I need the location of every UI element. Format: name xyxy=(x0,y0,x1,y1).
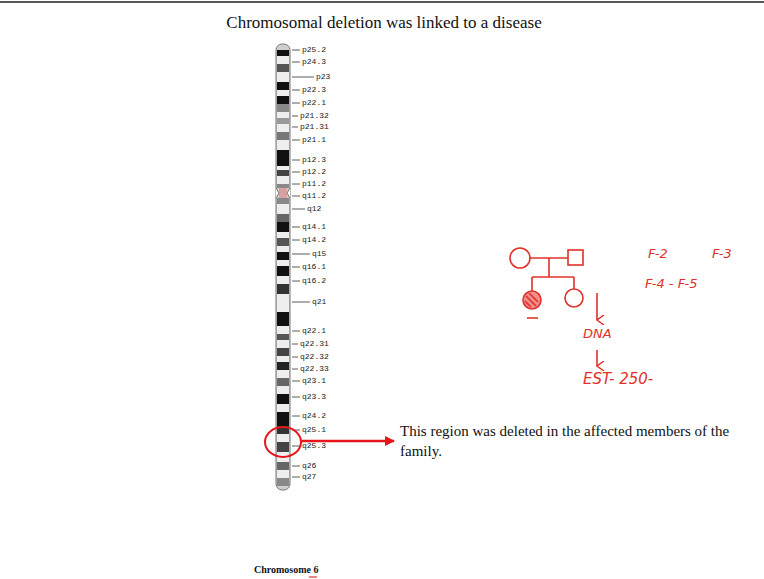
pedigree-sketch xyxy=(510,248,597,366)
band-label: q25.3 xyxy=(302,441,326,451)
handwritten-note: EST- 250- xyxy=(583,370,653,388)
band-label: q21 xyxy=(312,297,326,307)
band-label: q22.31 xyxy=(300,339,329,349)
highlight-circle xyxy=(265,427,301,457)
handwritten-note: F-4 - F-5 xyxy=(645,276,697,291)
band-label: p21.1 xyxy=(302,135,326,145)
band-label: p24.3 xyxy=(302,57,326,67)
band-label: q15 xyxy=(312,249,326,259)
top-rule xyxy=(0,1,764,3)
band-label: q23.1 xyxy=(302,376,326,386)
band-label: q16.2 xyxy=(302,276,326,286)
band-label: p22.3 xyxy=(302,85,326,95)
band-label: q25.1 xyxy=(302,425,326,435)
band-label: q26 xyxy=(302,461,316,471)
band-label: q22.1 xyxy=(302,326,326,336)
band-label: p12.3 xyxy=(302,155,326,165)
band-label: p22.1 xyxy=(302,98,326,108)
band-label: q22.32 xyxy=(300,352,329,362)
handwritten-note: DNA xyxy=(583,326,612,341)
band-label: p12.2 xyxy=(302,167,326,177)
band-label: q16.1 xyxy=(302,262,326,272)
band-label: p21.32 xyxy=(300,111,329,121)
band-label: p21.31 xyxy=(300,122,329,132)
handwritten-note: F-3 xyxy=(712,246,732,261)
band-label: q11.2 xyxy=(302,191,326,201)
band-label: q27 xyxy=(302,472,316,482)
band-label: q24.2 xyxy=(302,411,326,421)
slide-title: Chromosomal deletion was linked to a dis… xyxy=(2,13,764,33)
underline-mark xyxy=(309,576,317,577)
band-label: p23 xyxy=(316,72,330,82)
band-label: q23.3 xyxy=(302,392,326,402)
figure-caption: Chromosome 6 xyxy=(254,564,319,575)
band-label: q22.33 xyxy=(300,364,329,374)
handwritten-note: F-2 xyxy=(648,246,668,261)
chromosome-ideogram xyxy=(276,44,290,490)
band-label: q14.2 xyxy=(302,235,326,245)
band-label: q12 xyxy=(307,204,321,214)
band-label: q14.1 xyxy=(302,222,326,232)
band-label: p25.2 xyxy=(302,45,326,55)
callout-note: This region was deleted in the affected … xyxy=(400,421,730,461)
band-label: p11.2 xyxy=(302,179,326,189)
